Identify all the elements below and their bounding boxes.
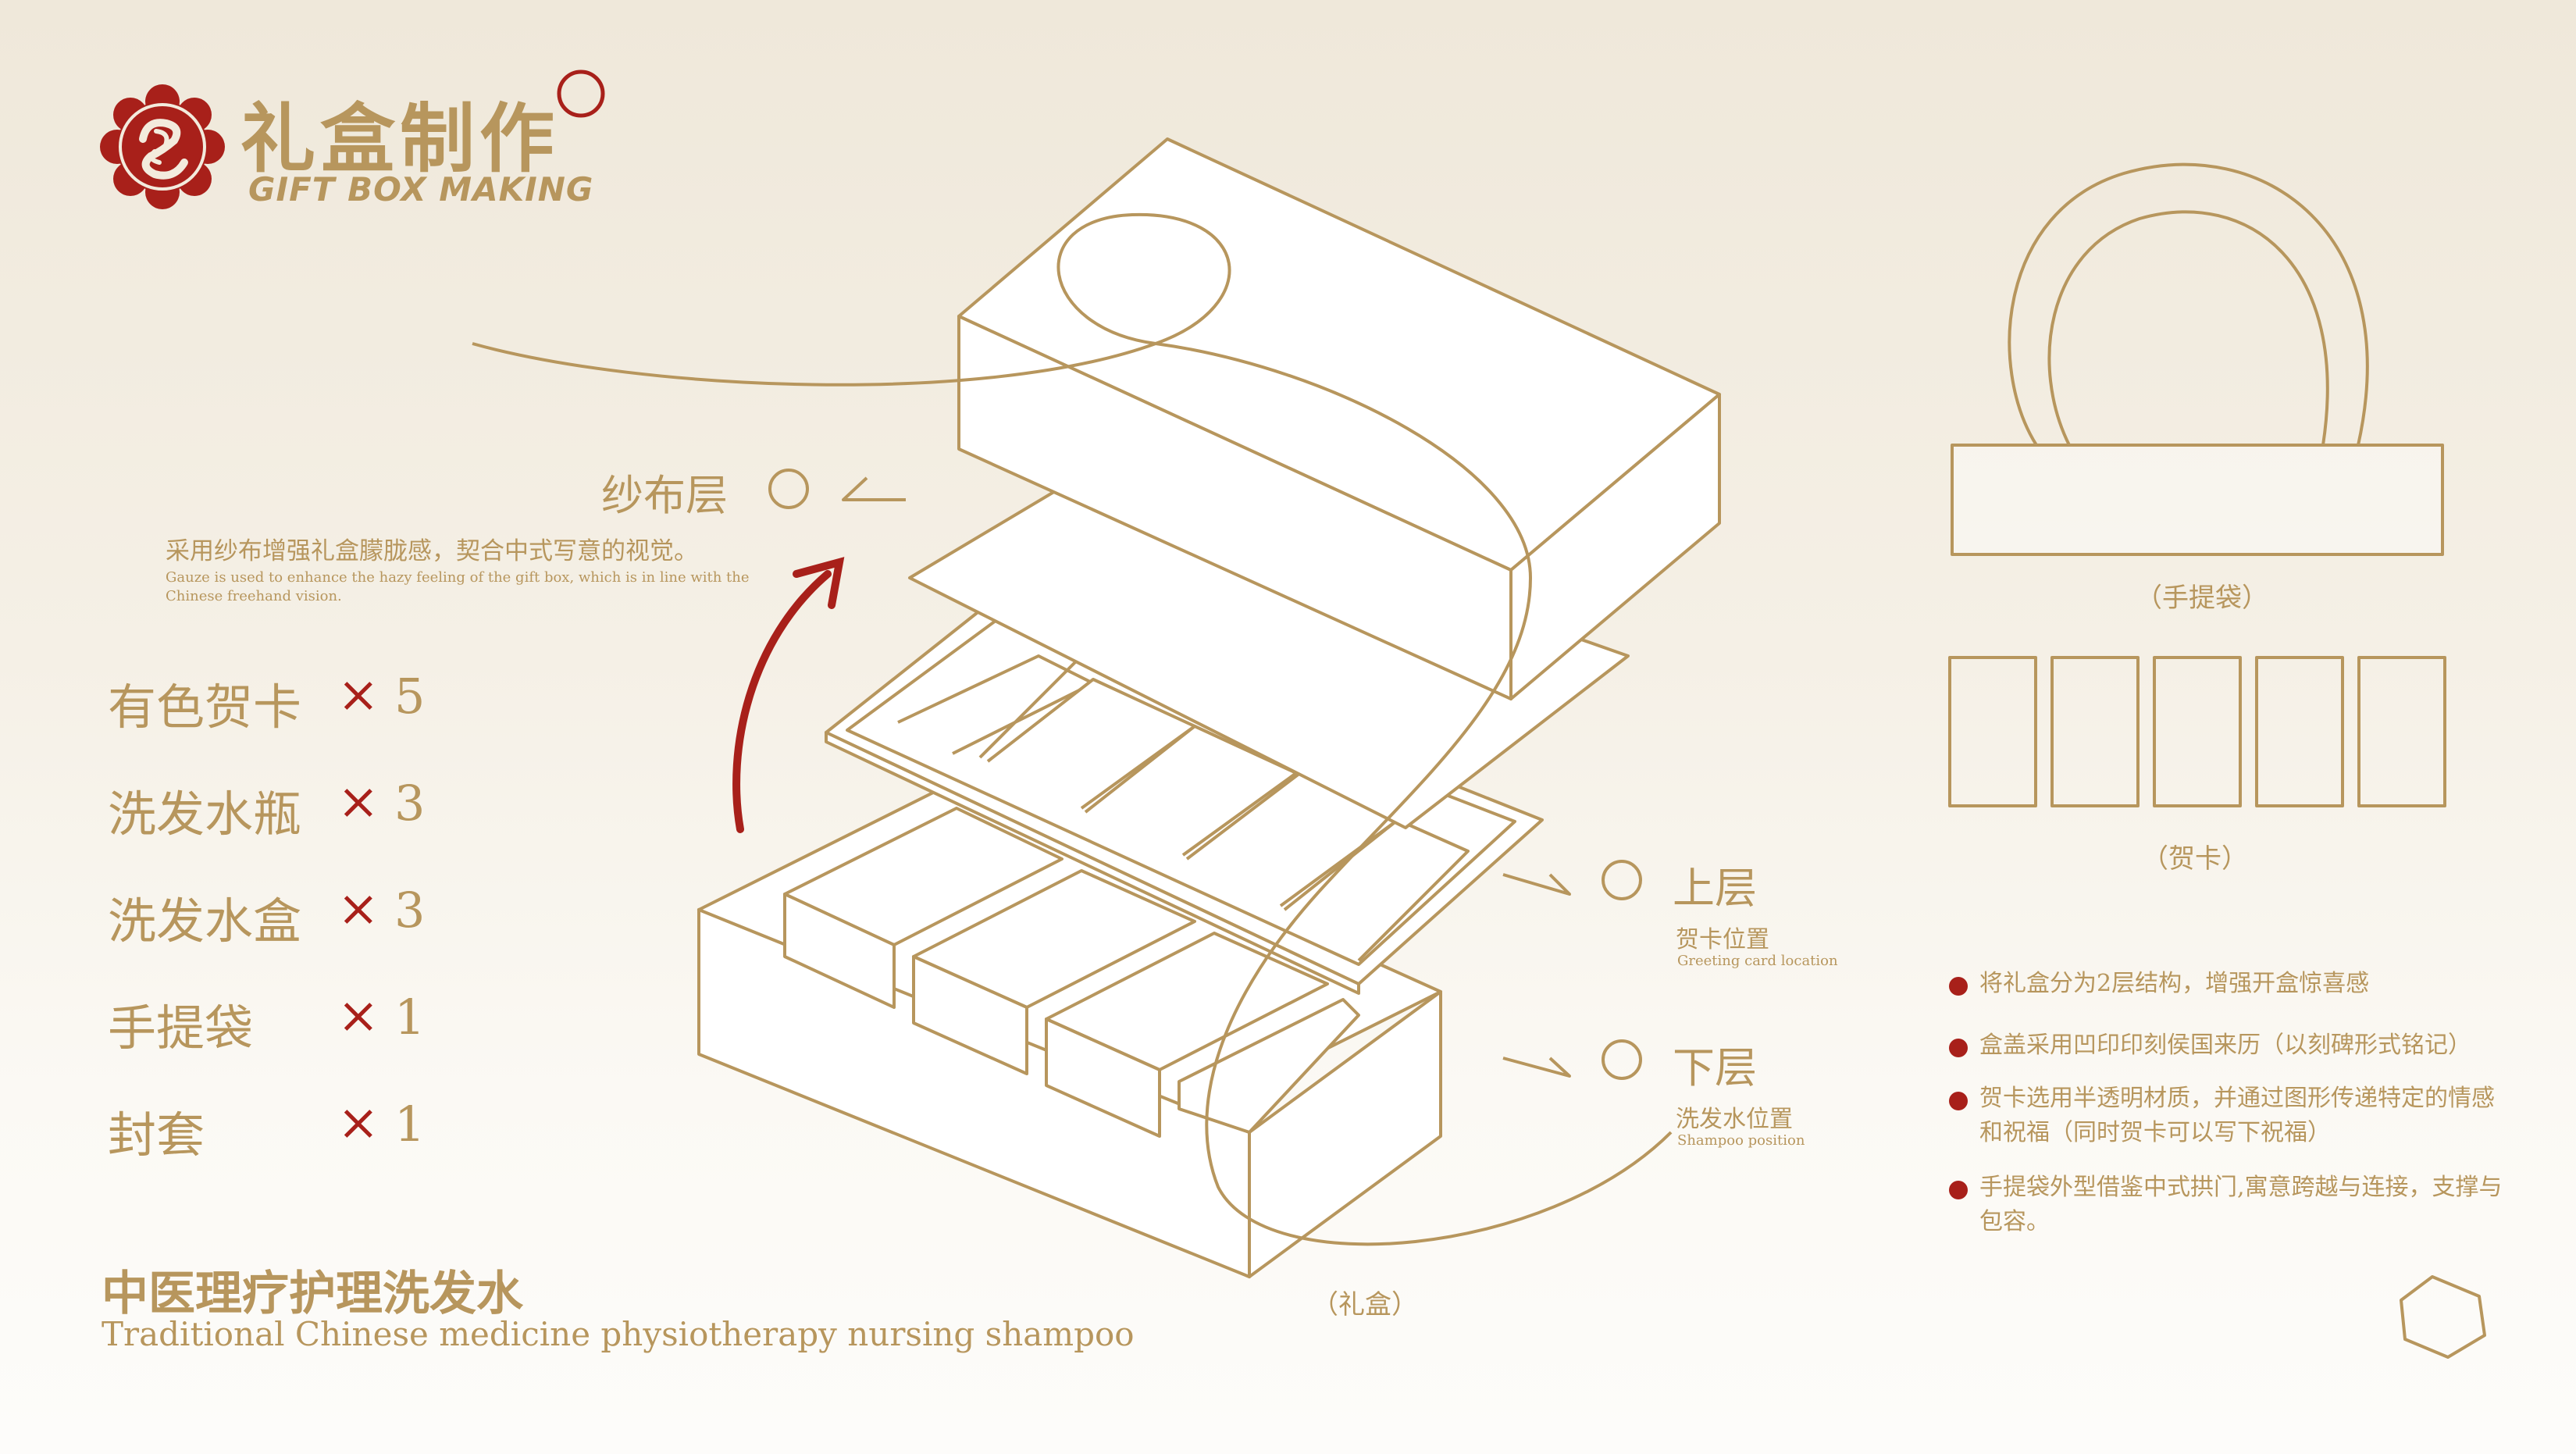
- card-caption: （贺卡）: [2142, 843, 2248, 875]
- bullet-icon: [1949, 977, 1968, 996]
- logo-seal-icon: [100, 84, 225, 209]
- brand-subtitle: GIFT BOX MAKING: [248, 170, 594, 208]
- lower-marker-circle: [1602, 1039, 1642, 1080]
- item-count: 5: [394, 668, 426, 725]
- gauze-layer-title: 纱布层: [601, 471, 728, 520]
- lower-layer-title: 下层: [1673, 1043, 1757, 1092]
- box-compartments: [783, 807, 1360, 1138]
- item-name: 有色贺卡: [108, 679, 302, 736]
- multiply-icon: ×: [337, 987, 379, 1045]
- bullet-icon: [1949, 1039, 1968, 1057]
- gauze-pointer-line: [842, 476, 906, 501]
- item-name: 洗发水瓶: [108, 786, 302, 843]
- upper-layer-subtitle: 贺卡位置: [1676, 926, 1769, 953]
- item-count: 1: [394, 989, 426, 1046]
- multiply-icon: ×: [337, 880, 379, 938]
- design-note: 盒盖采用凹印印刻侯国来历（以刻碑形式铭记）: [1979, 1032, 2471, 1059]
- card-tray: [825, 600, 1544, 995]
- item-name: 洗发水盒: [108, 893, 302, 950]
- hexagon-icon: [2400, 1275, 2486, 1359]
- design-note: 贺卡选用半透明材质，并通过图形传递特定的情感和祝福（同时贺卡可以写下祝福）: [1979, 1085, 2495, 1146]
- bullet-icon: [1949, 1092, 1968, 1110]
- gauze-marker-circle: [768, 469, 809, 509]
- bag-caption: （手提袋）: [2136, 583, 2268, 614]
- greeting-cards-icon: [1948, 656, 2446, 807]
- design-note: 将礼盒分为2层结构，增强开盒惊喜感: [1979, 970, 2370, 997]
- lower-pointer-line: [1502, 1057, 1571, 1078]
- red-circle-icon: [557, 69, 605, 118]
- box-lid: [957, 137, 1721, 700]
- brand-title: 礼盒制作: [240, 95, 559, 183]
- gauze-description-cn: 采用纱布增强礼盒朦胧感，契合中式写意的视觉。: [166, 537, 698, 565]
- item-count: 3: [394, 882, 426, 939]
- upper-marker-circle: [1602, 860, 1642, 900]
- product-name-cn: 中医理疗护理洗发水: [102, 1267, 523, 1321]
- design-note: 手提袋外型借鉴中式拱门,寓意跨越与连接，支撑与包容。: [1979, 1174, 2503, 1235]
- item-name: 手提袋: [108, 1000, 254, 1057]
- multiply-icon: ×: [337, 1094, 379, 1152]
- shopping-bag-icon: [1951, 162, 2444, 556]
- lower-layer-subtitle: 洗发水位置: [1676, 1106, 1793, 1133]
- item-name: 封套: [108, 1107, 205, 1164]
- multiply-icon: ×: [337, 666, 379, 724]
- box-caption: （礼盒）: [1312, 1289, 1418, 1320]
- bullet-icon: [1949, 1181, 1968, 1199]
- item-count: 3: [394, 775, 426, 832]
- red-arrow-icon: [732, 570, 832, 833]
- gauze-sheet: [908, 467, 1630, 829]
- multiply-icon: ×: [337, 773, 379, 831]
- product-name-en: Traditional Chinese medicine physiothera…: [102, 1315, 1135, 1353]
- upper-layer-english: Greeting card location: [1677, 953, 1838, 969]
- item-count: 1: [394, 1096, 426, 1153]
- upper-layer-title: 上层: [1673, 864, 1757, 913]
- gauze-description-en: Gauze is used to enhance the hazy feelin…: [166, 569, 750, 604]
- lower-layer-english: Shampoo position: [1677, 1132, 1805, 1149]
- ribbon-curve: [472, 212, 1673, 1246]
- upper-pointer-line: [1502, 873, 1571, 896]
